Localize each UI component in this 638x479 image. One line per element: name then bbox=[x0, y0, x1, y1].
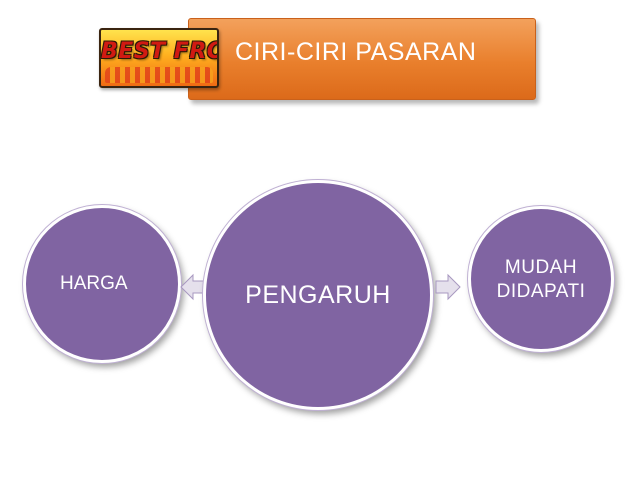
node-harga: HARGA bbox=[23, 205, 181, 363]
node-pengaruh-label: PENGARUH bbox=[245, 280, 391, 309]
node-pengaruh: PENGARUH bbox=[203, 180, 433, 410]
arrow-right-icon bbox=[435, 273, 461, 301]
brand-logo: BEST FROZZ bbox=[99, 28, 219, 88]
title-banner bbox=[188, 18, 536, 100]
node-harga-label: HARGA bbox=[60, 273, 128, 294]
logo-text: BEST FROZZ bbox=[101, 39, 217, 64]
flame-decoration bbox=[105, 67, 213, 83]
node-right-line2: DIDAPATI bbox=[496, 281, 586, 302]
page-title: CIRI-CIRI PASARAN bbox=[235, 38, 477, 66]
node-mudah-didapati: MUDAH DIDAPATI bbox=[468, 206, 614, 352]
node-right-line1: MUDAH bbox=[504, 257, 578, 278]
